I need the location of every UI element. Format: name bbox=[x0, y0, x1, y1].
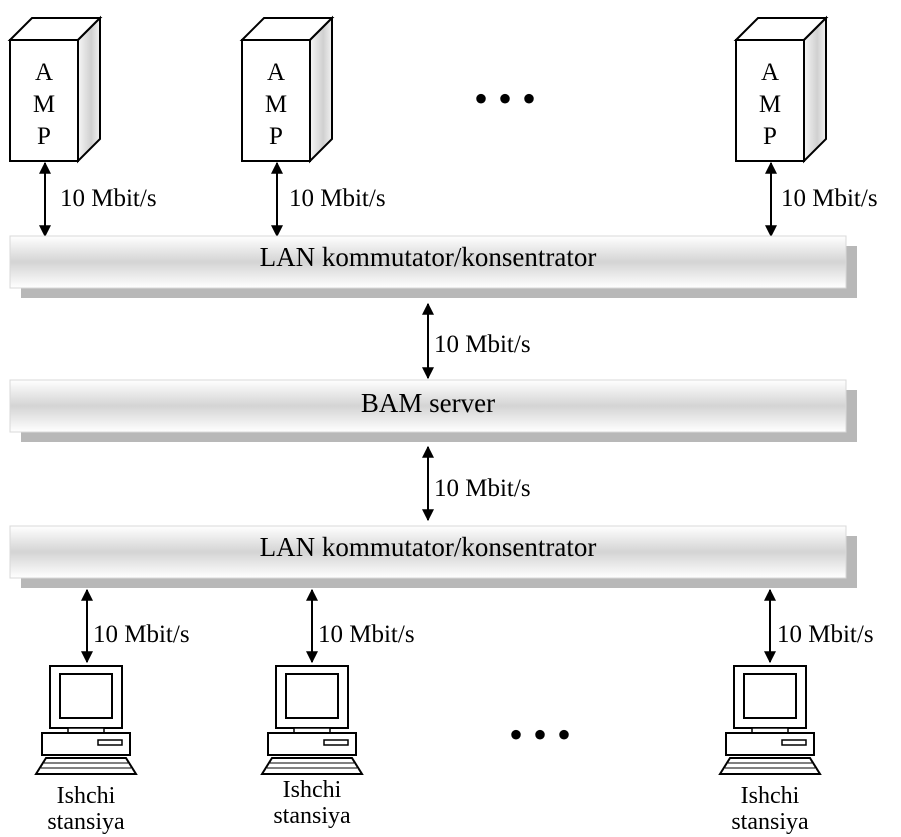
ellipsis-bottom: • • • bbox=[509, 712, 571, 757]
server-letter: M bbox=[33, 91, 55, 118]
workstation-link-rate: 10 Mbit/s bbox=[93, 621, 190, 648]
server-bus-link-rate: 10 Mbit/s bbox=[434, 475, 531, 502]
server-link-rate: 10 Mbit/s bbox=[60, 185, 157, 212]
server-letter: P bbox=[269, 123, 283, 150]
server-tower: A M P bbox=[239, 15, 335, 164]
bus-server-link-rate: 10 Mbit/s bbox=[434, 331, 531, 358]
server-letter: P bbox=[763, 123, 777, 150]
workstation-label-line1: Ishchi bbox=[283, 777, 342, 803]
workstation-label-line2: stansiya bbox=[731, 809, 809, 835]
workstation-computer-icon bbox=[260, 665, 364, 775]
workstation-label-line2: stansiya bbox=[47, 809, 125, 835]
server-link-rate: 10 Mbit/s bbox=[289, 185, 386, 212]
bottom-lan-switch-label: LAN kommutator/konsentrator bbox=[260, 532, 597, 562]
server-letter: M bbox=[265, 91, 287, 118]
server-link-rate: 10 Mbit/s bbox=[781, 185, 878, 212]
bam-server-label: BAM server bbox=[361, 388, 495, 418]
workstation-label-line2: stansiya bbox=[273, 803, 351, 829]
server-letter: A bbox=[267, 59, 285, 86]
server-letter: P bbox=[37, 123, 51, 150]
workstation-computer-icon bbox=[718, 665, 822, 775]
workstation-label-line1: Ishchi bbox=[741, 783, 800, 809]
top-lan-switch-label: LAN kommutator/konsentrator bbox=[260, 242, 597, 272]
server-letter: M bbox=[759, 91, 781, 118]
server-tower: A M P bbox=[7, 15, 103, 164]
top-lan-switch: LAN kommutator/konsentrator bbox=[9, 235, 857, 298]
ellipsis-top: • • • bbox=[474, 76, 536, 121]
bottom-lan-switch: LAN kommutator/konsentrator bbox=[9, 525, 857, 588]
workstation-link-rate: 10 Mbit/s bbox=[318, 621, 415, 648]
server-tower: A M P bbox=[733, 15, 829, 164]
server-letter: A bbox=[761, 59, 779, 86]
bam-server: BAM server bbox=[9, 379, 857, 442]
server-letter: A bbox=[35, 59, 53, 86]
workstation-computer-icon bbox=[34, 665, 138, 775]
workstation-link-rate: 10 Mbit/s bbox=[777, 621, 874, 648]
workstation-label-line1: Ishchi bbox=[57, 783, 116, 809]
